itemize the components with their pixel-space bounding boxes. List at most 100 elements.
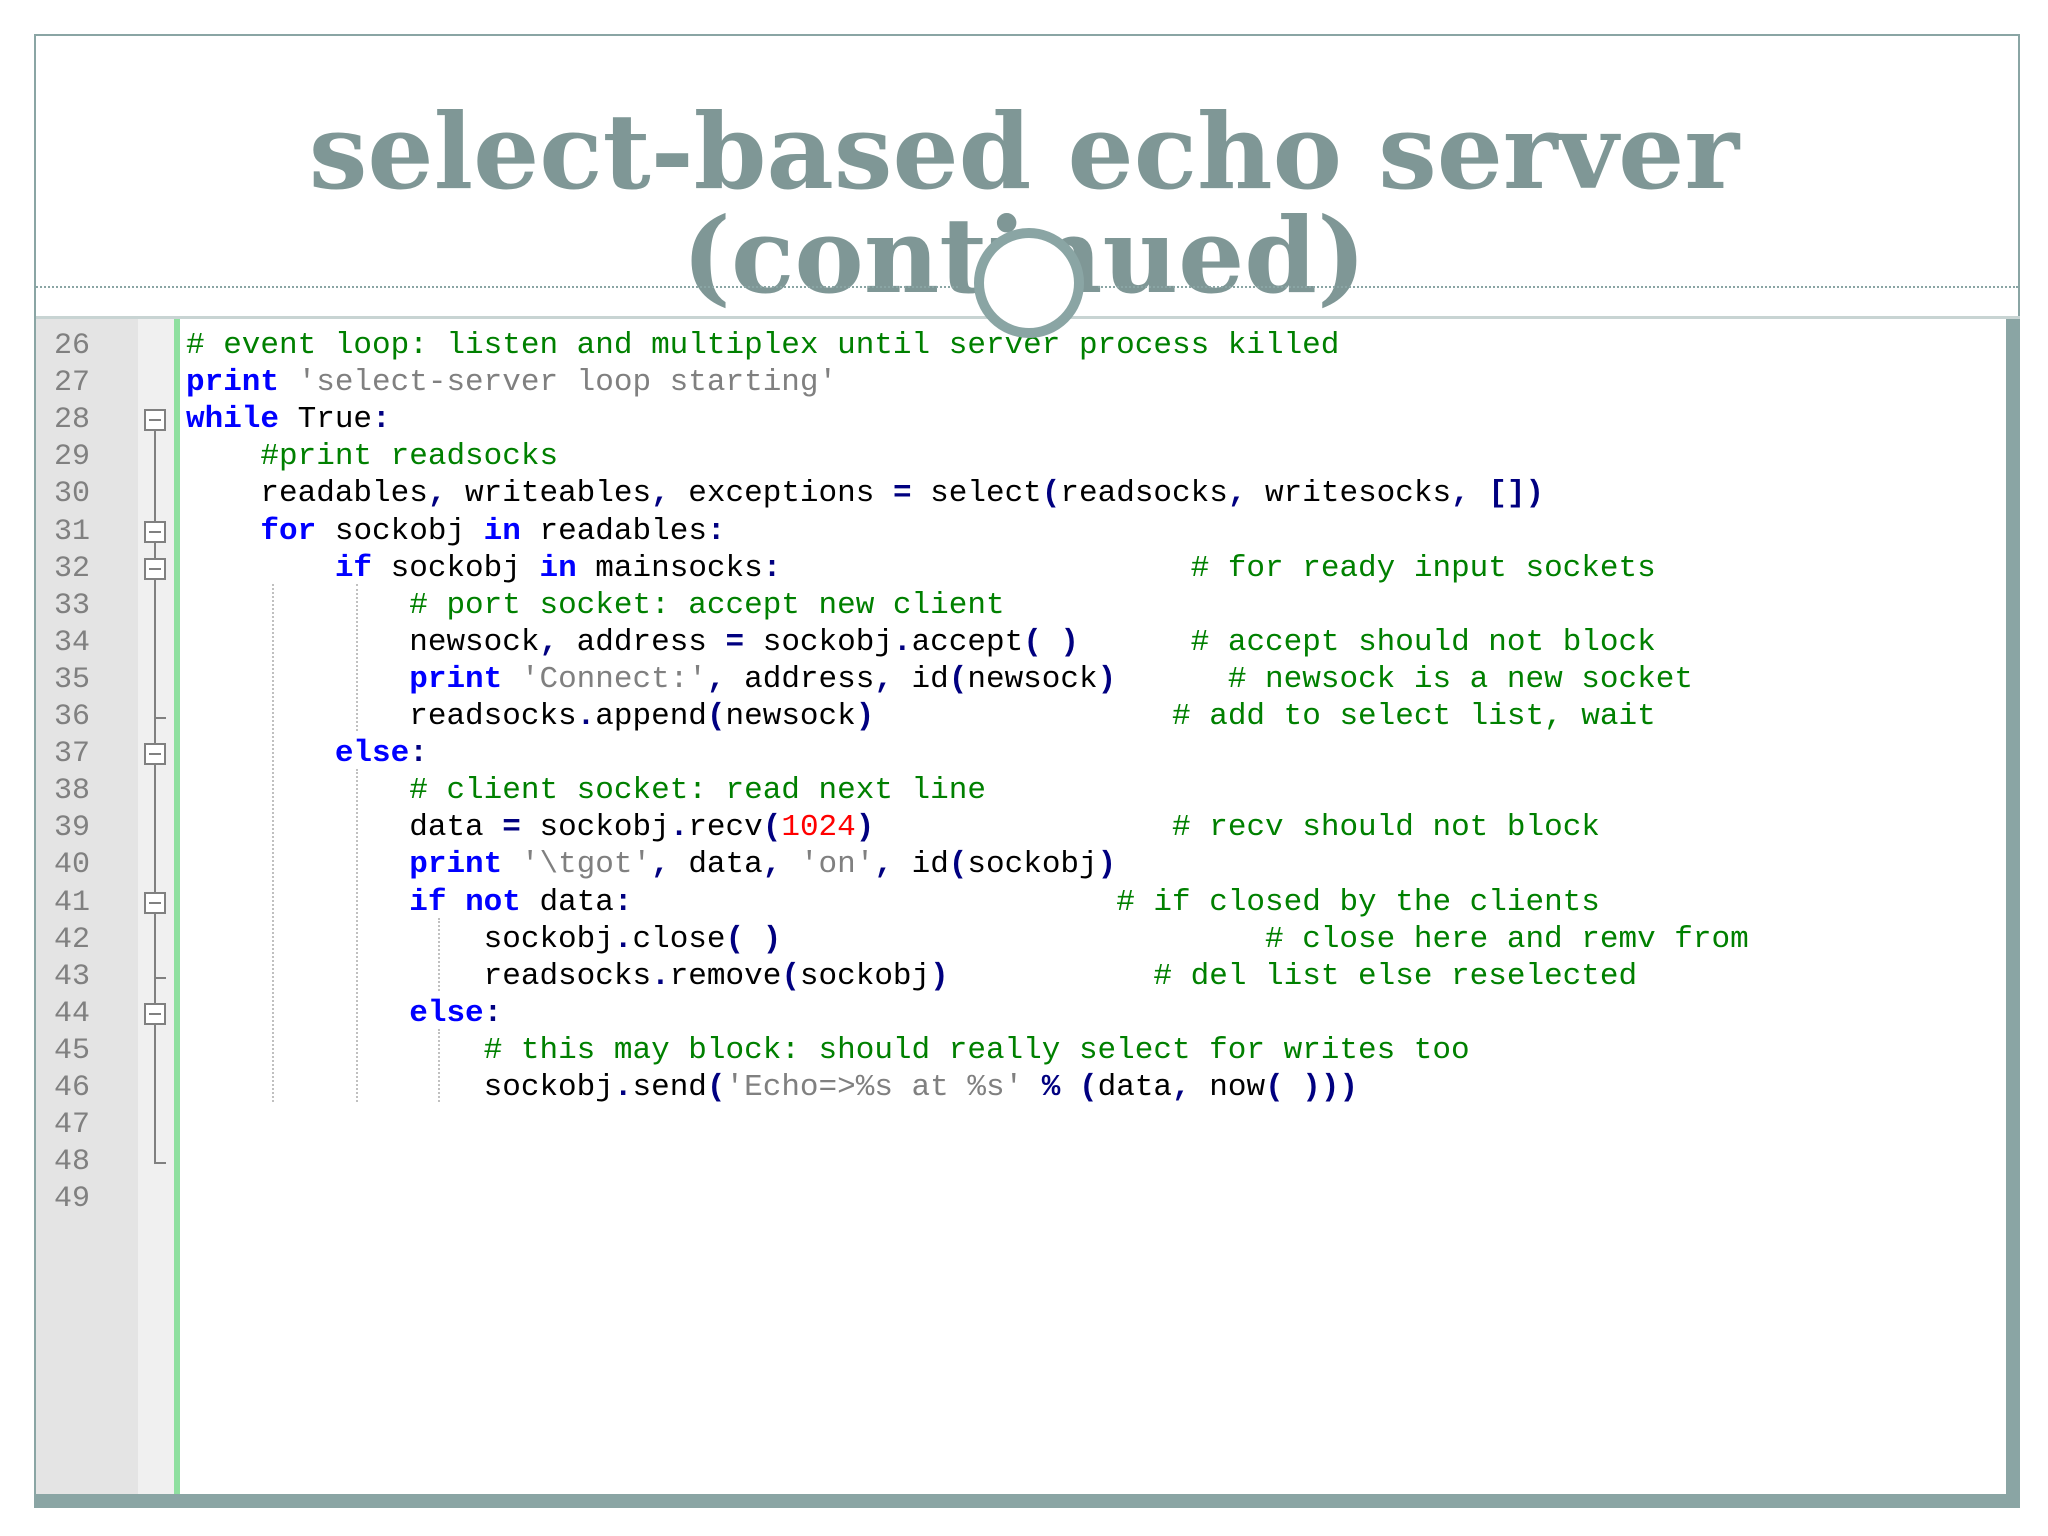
code-line[interactable]: 39 data = sockobj.recv(1024) # recv shou…: [36, 804, 1996, 852]
code-line[interactable]: 40 print '\tgot', data, 'on', id(sockobj…: [36, 841, 1996, 889]
code-token: sockobj: [967, 847, 1098, 883]
code-line[interactable]: 29 #print readsocks: [36, 433, 1996, 481]
code-token: ): [930, 958, 949, 994]
code-text: else:: [186, 990, 502, 1038]
code-token: id: [892, 661, 949, 697]
code-text: #print readsocks: [186, 433, 558, 481]
code-line[interactable]: 35 print 'Connect:', address, id(newsock…: [36, 656, 1996, 704]
fold-toggle-icon[interactable]: [144, 891, 166, 914]
code-token: select: [911, 476, 1042, 512]
code-token: print: [409, 847, 503, 883]
code-text: readables, writeables, exceptions = sele…: [186, 470, 1544, 518]
fold-toggle-icon[interactable]: [144, 520, 166, 543]
code-token: readsocks: [186, 958, 652, 994]
code-line[interactable]: 48: [36, 1138, 1996, 1186]
slide-title: select-based echo server (continued): [308, 90, 1740, 308]
code-token: .: [613, 921, 633, 957]
code-text: readsocks.append(newsock) # add to selec…: [186, 693, 1655, 741]
code-line[interactable]: 33 # port socket: accept new client: [36, 582, 1996, 630]
code-token: sockobj: [744, 624, 893, 660]
line-number: 29: [54, 440, 91, 475]
code-token: [1116, 662, 1228, 697]
code-line[interactable]: 36 readsocks.append(newsock) # add to se…: [36, 693, 1996, 741]
code-token: ,: [1227, 476, 1247, 512]
code-token: ): [855, 810, 875, 846]
code-line[interactable]: 46 sockobj.send('Echo=>%s at %s' % (data…: [36, 1064, 1996, 1112]
code-token: .: [892, 624, 912, 660]
code-token: '\tgot': [520, 847, 652, 883]
code-token: ): [1097, 847, 1117, 883]
circle-ornament: [974, 228, 1084, 338]
code-line[interactable]: 45 # this may block: should really selec…: [36, 1027, 1996, 1075]
code-token: ): [762, 921, 782, 957]
code-line[interactable]: 32 if sockobj in mainsocks: # for ready …: [36, 545, 1996, 593]
code-line[interactable]: 30 readables, writeables, exceptions = s…: [36, 470, 1996, 518]
line-number: 40: [54, 848, 91, 883]
code-token: [186, 662, 409, 697]
code-text: while True:: [186, 396, 391, 444]
fold-end-tick: [154, 1162, 166, 1165]
title-divider-left: [36, 286, 958, 288]
code-line[interactable]: 26# event loop: listen and multiplex unt…: [36, 322, 1996, 370]
code-token: append: [595, 699, 707, 734]
code-token: now: [1190, 1070, 1266, 1105]
code-line[interactable]: 38 # client socket: read next line: [36, 767, 1996, 815]
change-marker-bar: [174, 316, 180, 1494]
line-number: 38: [54, 774, 91, 809]
line-number: 47: [54, 1108, 91, 1143]
code-token: address: [725, 661, 875, 697]
indent-guide: [356, 583, 358, 731]
code-token: writeables: [446, 476, 652, 512]
code-line[interactable]: 41 if not data: # if closed by the clien…: [36, 879, 1996, 927]
code-token: # del list else reselected: [1153, 958, 1638, 994]
code-token: (: [1265, 1070, 1284, 1105]
code-token: [446, 885, 465, 920]
code-editor[interactable]: 26# event loop: listen and multiplex unt…: [36, 316, 2020, 1508]
code-token: [1470, 476, 1489, 511]
code-token: readables: [186, 476, 428, 512]
code-token: [781, 847, 800, 882]
fold-toggle-icon[interactable]: [144, 743, 166, 766]
code-line[interactable]: 49: [36, 1175, 1996, 1223]
fold-toggle-icon[interactable]: [144, 1002, 166, 1025]
code-token: print: [409, 661, 503, 697]
code-token: :: [372, 402, 391, 438]
code-token: ): [1097, 661, 1117, 697]
code-line[interactable]: 44 else:: [36, 990, 1996, 1038]
code-token: ,: [1451, 476, 1470, 512]
fold-toggle-icon[interactable]: [144, 557, 166, 580]
code-token: [186, 551, 335, 586]
code-token: data: [669, 847, 763, 883]
line-number-gutter: [36, 316, 138, 1494]
code-token: [186, 439, 260, 474]
code-line[interactable]: 42 sockobj.close( ) # close here and rem…: [36, 916, 1996, 964]
code-token: [186, 773, 409, 808]
code-token: in: [539, 550, 577, 586]
code-token: [1042, 625, 1061, 660]
code-line[interactable]: 43 readsocks.remove(sockobj) # del list …: [36, 953, 1996, 1001]
code-token: .: [576, 699, 596, 734]
code-token: # this may block: should really select f…: [483, 1032, 1470, 1068]
code-token: [502, 662, 521, 697]
code-token: (: [948, 847, 968, 883]
code-token: # close here and remv from: [1265, 921, 1749, 957]
code-token: sockobj: [799, 958, 931, 994]
code-token: [186, 588, 409, 623]
indent-guide: [438, 1028, 440, 1102]
code-text: print '\tgot', data, 'on', id(sockobj): [186, 841, 1116, 889]
fold-toggle-icon[interactable]: [144, 409, 166, 432]
line-number: 44: [54, 996, 91, 1031]
code-line[interactable]: 37 else:: [36, 730, 1996, 778]
indent-guide: [272, 583, 274, 1102]
code-token: (: [1041, 476, 1061, 512]
code-line[interactable]: 31 for sockobj in readables:: [36, 508, 1996, 556]
code-token: .: [669, 810, 689, 846]
code-token: []): [1488, 476, 1545, 512]
line-number: 35: [54, 662, 91, 697]
code-token: [874, 810, 1172, 845]
code-token: [1060, 1070, 1079, 1105]
code-line[interactable]: 34 newsock, address = sockobj.accept( ) …: [36, 619, 1996, 667]
code-line[interactable]: 47: [36, 1101, 1996, 1149]
